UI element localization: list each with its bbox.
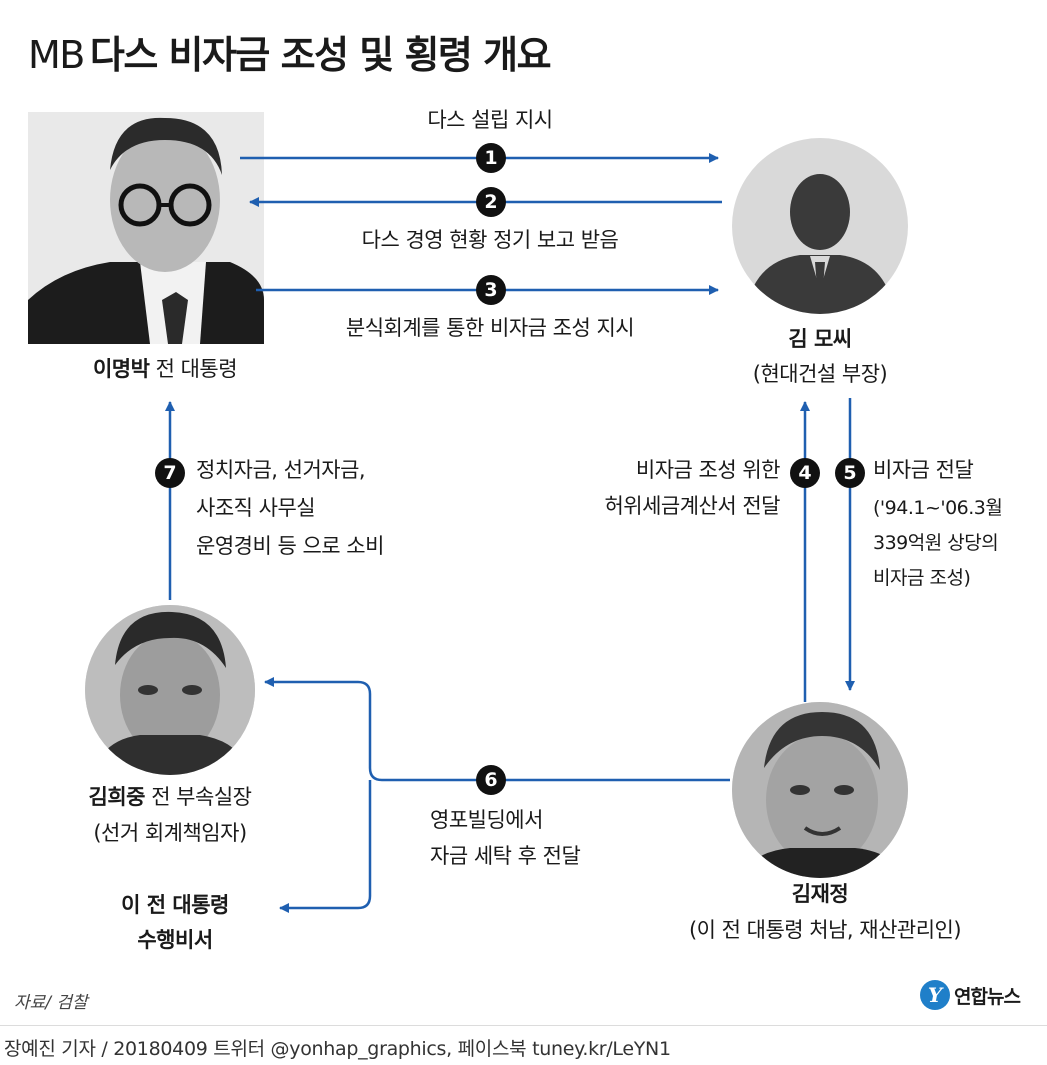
kim-jaejung-role: (이 전 대통령 처남, 재산관리인) — [688, 918, 962, 942]
step-6-text-line2: 자금 세탁 후 전달 — [430, 844, 581, 868]
mb-portrait — [28, 112, 264, 344]
kim-heejung-role: 전 부속실장 — [151, 785, 252, 809]
step-5-text-line2: ('94.1~'06.3월 — [873, 497, 1003, 519]
logo-mark-icon: Y — [920, 980, 950, 1010]
step-badge-3: 3 — [476, 275, 506, 305]
step-5-text-line3: 339억원 상당의 — [873, 532, 999, 554]
step-7-text-line3: 운영경비 등 으로 소비 — [196, 534, 384, 558]
kim-heejung-portrait — [85, 605, 255, 775]
step-badge-7: 7 — [155, 458, 185, 488]
step-3-text: 분식회계를 통한 비자금 조성 지시 — [345, 316, 635, 340]
secretary-line2: 수행비서 — [137, 928, 213, 952]
step-2-text: 다스 경영 현황 정기 보고 받음 — [361, 228, 619, 252]
secretary-line1: 이 전 대통령 — [121, 893, 229, 917]
title-prefix: MB — [28, 33, 85, 77]
yonhap-logo: Y 연합뉴스 — [920, 978, 1038, 1014]
kim-heejung-name: 김희중 — [88, 785, 146, 809]
step-badge-6: 6 — [476, 765, 506, 795]
kim-jaejung-name: 김재정 — [791, 882, 849, 906]
mb-role: 전 대통령 — [155, 357, 238, 381]
step-5-text-line4: 비자금 조성) — [873, 567, 971, 589]
step-badge-1: 1 — [476, 143, 506, 173]
step-7-text-line1: 정치자금, 선거자금, — [196, 458, 366, 482]
footer: 장예진 기자 / 20180409 트위터 @yonhap_graphics, … — [0, 1025, 1047, 1065]
flow-diagram — [28, 112, 908, 913]
kim-heejung-label: 김희중 전 부속실장 — [40, 785, 300, 810]
footer-credit: 장예진 기자 / 20180409 트위터 @yonhap_graphics, … — [4, 1038, 671, 1060]
step-5-text-line1: 비자금 전달 — [873, 458, 974, 482]
step-badge-4: 4 — [790, 458, 820, 488]
title-main: 다스 비자금 조성 및 횡령 개요 — [89, 33, 552, 77]
step-4-text-line2: 허위세금계산서 전달 — [604, 494, 780, 518]
kim-mossi-name: 김 모씨 — [788, 327, 852, 351]
step-6-text-line1: 영포빌딩에서 — [430, 808, 543, 832]
step-7-text-line2: 사조직 사무실 — [196, 496, 316, 520]
kim-heejung-note: (선거 회계책임자) — [93, 821, 247, 845]
logo-name: 연합뉴스 — [954, 986, 1021, 1008]
step-badge-2: 2 — [476, 187, 506, 217]
kim-jaejung-portrait — [732, 702, 908, 878]
kim-mossi-role: (현대건설 부장) — [752, 362, 888, 386]
step-1-text: 다스 설립 지시 — [427, 108, 553, 132]
mb-name: 이명박 — [92, 357, 150, 381]
mb-label: 이명박 전 대통령 — [40, 357, 290, 382]
step-badge-5: 5 — [835, 458, 865, 488]
arrow-6 — [264, 677, 730, 913]
step-4-text-line1: 비자금 조성 위한 — [635, 458, 781, 482]
silhouette-icon — [732, 138, 908, 314]
source-note: 자료/ 검찰 — [14, 993, 88, 1013]
